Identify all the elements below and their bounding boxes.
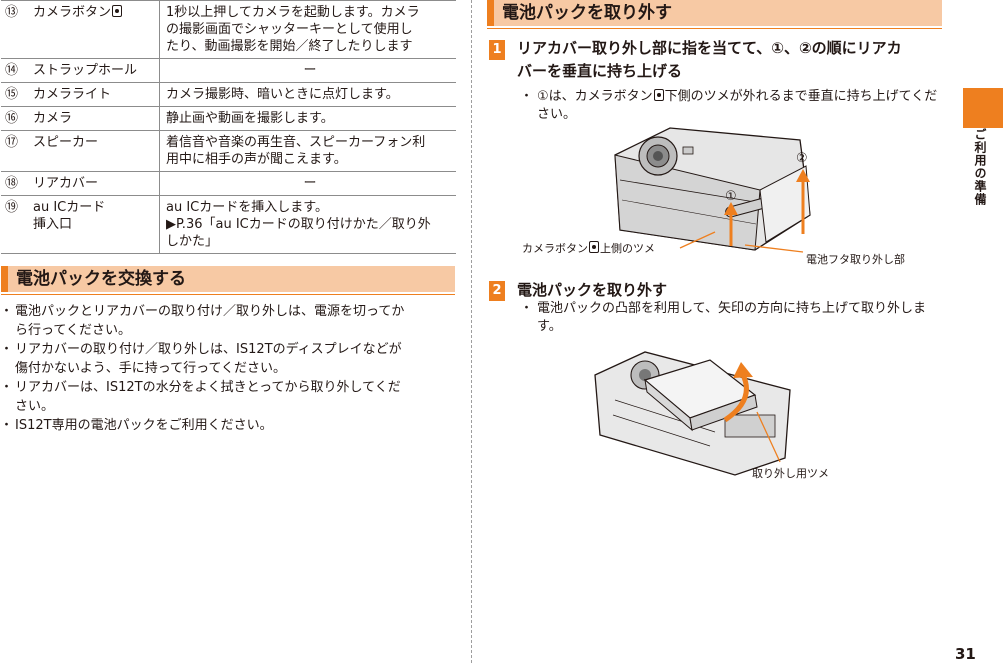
callout-text: カメラボタン bbox=[522, 242, 588, 255]
camera-button-icon bbox=[112, 5, 123, 17]
note-item-line: 傷付かないよう、手に持って行ってください。 bbox=[15, 361, 287, 376]
callout-removal-claw: 取り外し用ツメ bbox=[752, 467, 829, 480]
part-description: カメラ撮影時、暗いときに点灯します。 bbox=[159, 82, 456, 107]
step-2-badge: 2 bbox=[489, 281, 505, 301]
column-divider bbox=[471, 0, 472, 663]
part-description-line: 1秒以上押してカメラを起動します。カメラ bbox=[166, 5, 420, 20]
battery-exchange-notes: 電池パックとリアカバーの取り付け／取り外しは、電源を切ってから行ってください。リ… bbox=[0, 302, 458, 435]
note-item-line: ら行ってください。 bbox=[15, 323, 131, 338]
part-description-line: たり、動画撮影を開始／終了したりします bbox=[166, 39, 413, 54]
step-1-title-line: バーを垂直に持ち上げる bbox=[517, 62, 683, 80]
callout-text: 上側のツメ bbox=[600, 242, 655, 255]
step-1-badge: 1 bbox=[489, 40, 505, 60]
figure-label-1: ① bbox=[725, 189, 737, 204]
part-number: ⑬ bbox=[1, 0, 31, 59]
part-description-line: ー bbox=[303, 63, 317, 78]
part-number: ⑰ bbox=[1, 130, 31, 172]
part-description: ー bbox=[159, 171, 456, 196]
part-name-line: 挿入口 bbox=[33, 217, 73, 232]
note-item-line: リアカバーは、IS12Tの水分をよく拭きとってから取り外してくだ bbox=[15, 380, 401, 395]
part-description-line: カメラ撮影時、暗いときに点灯します。 bbox=[166, 87, 399, 102]
part-description: au ICカードを挿入します。 ▶P.36「au ICカードの取り付けかた／取り外… bbox=[159, 195, 456, 254]
note-item-line: 電池パックとリアカバーの取り付け／取り外しは、電源を切ってか bbox=[15, 304, 405, 319]
step-2-note: ・電池パックの凸部を利用して、矢印の方向に持ち上げて取り外しま す。 bbox=[520, 301, 926, 334]
battery-removal-figure bbox=[594, 351, 791, 476]
callout-cover-removal-part: 電池フタ取り外し部 bbox=[806, 253, 905, 266]
part-description-line: しかた」 bbox=[166, 234, 219, 249]
step-2-note-text: 電池パックの凸部を利用して、矢印の方向に持ち上げて取り外しま bbox=[537, 301, 926, 316]
part-description-line: 静止画や動画を撮影します。 bbox=[166, 111, 334, 126]
step-1-note-text: 下側のツメが外れるまで垂直に持ち上げてくだ bbox=[664, 89, 938, 104]
part-name-text: カメラライト bbox=[33, 87, 112, 102]
step-2-note-text: す。 bbox=[537, 319, 562, 334]
part-name: au ICカード挿入口 bbox=[31, 195, 160, 254]
part-number: ⑯ bbox=[1, 106, 31, 131]
step-1-title-line: リアカバー取り外し部に指を当てて、①、②の順にリアカ bbox=[517, 39, 902, 57]
part-name: スピーカー bbox=[31, 130, 160, 172]
part-description-line: ▶P.36「au ICカードの取り付けかた／取り外 bbox=[166, 217, 431, 232]
part-description-line: ー bbox=[303, 176, 317, 191]
part-description: ー bbox=[159, 58, 456, 83]
part-name-text: カメラボタン bbox=[33, 5, 112, 20]
note-item: リアカバーの取り付け／取り外しは、IS12Tのディスプレイなどが傷付かないよう、… bbox=[0, 340, 458, 378]
callout-camera-button-upper-claw: カメラボタン上側のツメ bbox=[522, 240, 655, 256]
part-number: ⑭ bbox=[1, 58, 31, 83]
part-name: ストラップホール bbox=[31, 58, 160, 83]
step-1-note: ・①は、カメラボタン下側のツメが外れるまで垂直に持ち上げてくだ さい。 bbox=[520, 89, 938, 122]
part-name-text: リアカバー bbox=[33, 176, 99, 191]
part-name: カメラボタン bbox=[31, 0, 160, 59]
part-number: ⑱ bbox=[1, 171, 31, 196]
section-heading-battery-remove: 電池パックを取り外す bbox=[487, 0, 942, 29]
part-description-line: au ICカードを挿入します。 bbox=[166, 200, 328, 215]
chapter-tab-label: ご利用の準備 bbox=[973, 128, 987, 206]
part-description-line: 着信音や音楽の再生音、スピーカーフォン利 bbox=[166, 135, 426, 150]
part-number: ⑲ bbox=[1, 195, 31, 254]
part-name-text: カメラ bbox=[33, 111, 73, 126]
step-1-title: リアカバー取り外し部に指を当てて、①、②の順にリアカ バーを垂直に持ち上げる bbox=[517, 37, 947, 83]
note-item-line: さい。 bbox=[15, 399, 55, 414]
section-heading-battery-exchange: 電池パックを交換する bbox=[1, 266, 455, 295]
section-heading-text: 電池パックを交換する bbox=[16, 269, 186, 289]
section-heading-text: 電池パックを取り外す bbox=[502, 3, 672, 23]
note-item-line: IS12T専用の電池パックをご利用ください。 bbox=[15, 418, 273, 433]
part-name-text: ストラップホール bbox=[33, 63, 138, 78]
note-item-line: リアカバーの取り付け／取り外しは、IS12Tのディスプレイなどが bbox=[15, 342, 402, 357]
part-name: カメラ bbox=[31, 106, 160, 131]
part-name-text: スピーカー bbox=[33, 135, 99, 150]
part-number: ⑮ bbox=[1, 82, 31, 107]
step-1-note-text: ①は、カメラボタン bbox=[537, 89, 653, 104]
part-name-line: au ICカード bbox=[33, 200, 106, 215]
part-name: カメラライト bbox=[31, 82, 160, 107]
camera-button-icon bbox=[653, 89, 664, 101]
page-number: 31 bbox=[955, 645, 976, 663]
camera-button-icon bbox=[589, 241, 599, 253]
rear-cover-removal-figure: ① ② bbox=[614, 127, 811, 253]
chapter-tab bbox=[963, 88, 1003, 128]
part-description: 静止画や動画を撮影します。 bbox=[159, 106, 456, 131]
part-description: 着信音や音楽の再生音、スピーカーフォン利用中に相手の声が聞こえます。 bbox=[159, 130, 456, 172]
part-description: 1秒以上押してカメラを起動します。カメラの撮影画面でシャッターキーとして使用した… bbox=[159, 0, 456, 59]
part-description-line: の撮影画面でシャッターキーとして使用し bbox=[166, 22, 413, 37]
part-name: リアカバー bbox=[31, 171, 160, 196]
part-description-line: 用中に相手の声が聞こえます。 bbox=[166, 152, 347, 167]
note-item: IS12T専用の電池パックをご利用ください。 bbox=[0, 416, 458, 435]
step-2-title: 電池パックを取り外す bbox=[517, 281, 668, 299]
figure-label-2: ② bbox=[796, 151, 808, 166]
step-1-note-text: さい。 bbox=[537, 107, 577, 122]
